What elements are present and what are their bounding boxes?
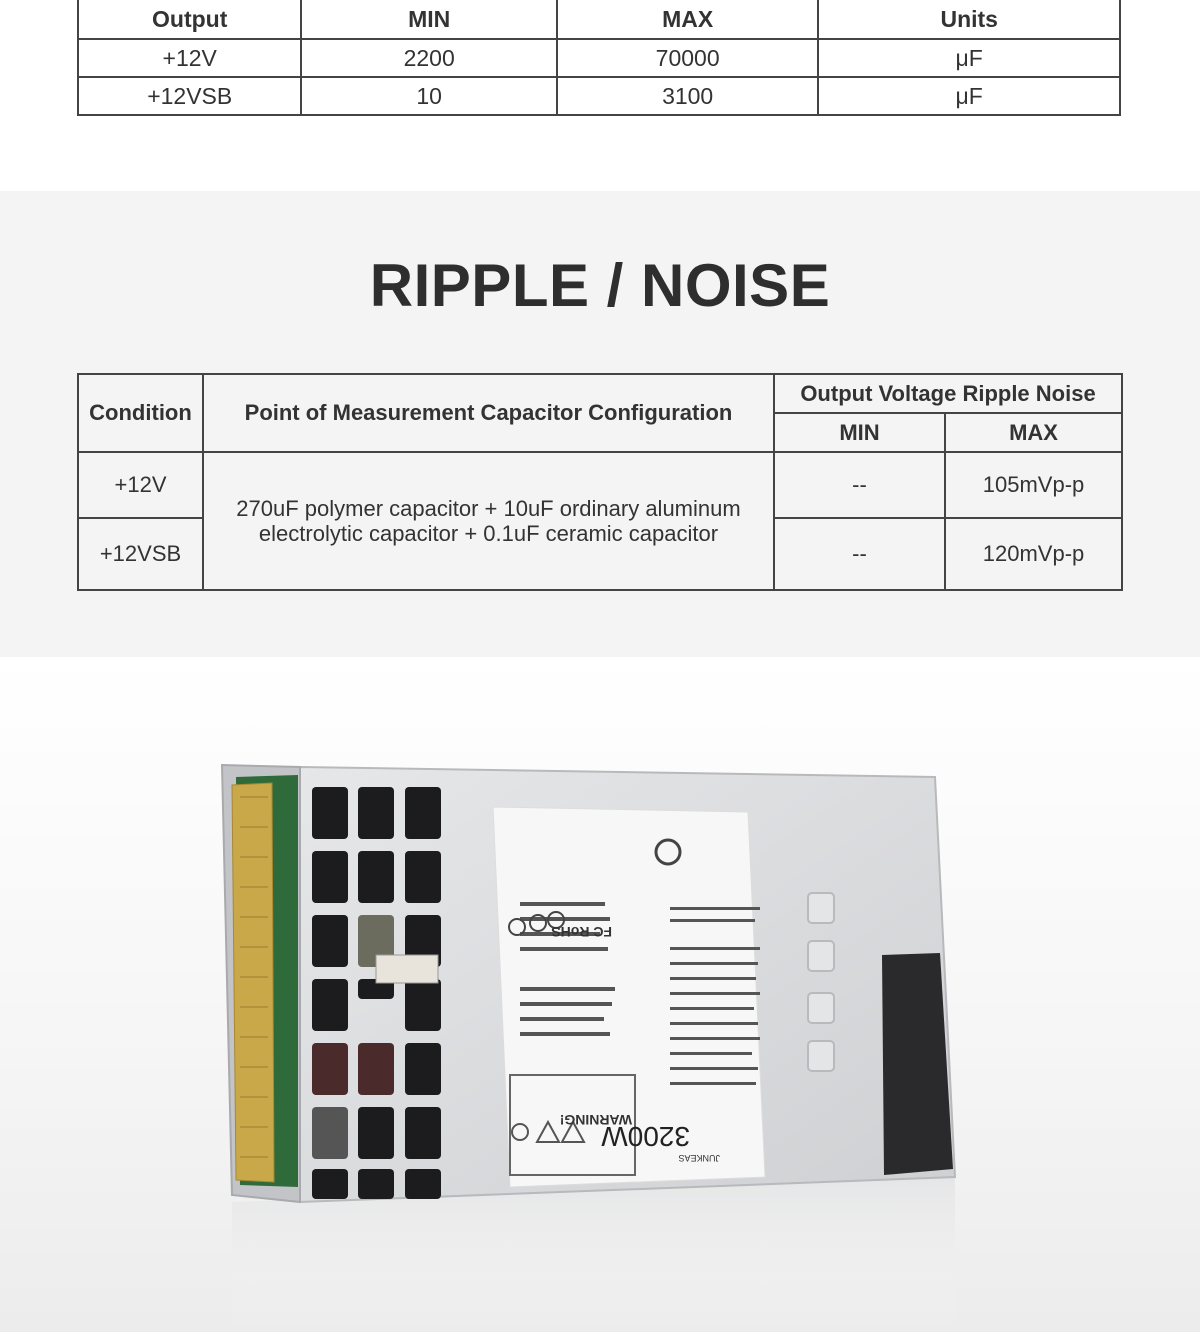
cell-min: 10 <box>300 76 558 116</box>
label-warning: WARNING! <box>560 1112 632 1128</box>
recycle-icon <box>654 838 682 866</box>
warning-triangle-icon <box>560 1119 586 1143</box>
product-image: 3200W JUNKEAS WARNING! FC RoHS <box>0 657 1200 1332</box>
power-supply-illustration: 3200W JUNKEAS WARNING! FC RoHS <box>220 763 957 1332</box>
label-compliance: FC RoHS <box>551 924 612 940</box>
chassis-bumps <box>807 892 835 1072</box>
header-min: MIN <box>773 412 946 453</box>
header-output: Output <box>76 0 303 40</box>
capacitive-load-table: Output MIN MAX Units +12V 2200 70000 μF … <box>76 0 1121 116</box>
certification-icon <box>508 918 526 936</box>
cell-condition: +12V <box>77 451 204 519</box>
header-max: MAX <box>943 412 1124 453</box>
cell-min: -- <box>773 517 946 591</box>
table-row: +12VSB 10 3100 μF <box>76 76 1121 116</box>
cell-output: +12V <box>76 38 303 78</box>
vent-grid <box>312 787 441 1199</box>
header-ripple-group: Output Voltage Ripple Noise <box>772 373 1124 414</box>
header-measurement: Point of Measurement Capacitor Configura… <box>202 373 775 453</box>
table-row: +12V 2200 70000 μF <box>76 38 1121 78</box>
section-title: RIPPLE / NOISE <box>369 252 831 319</box>
certification-icon <box>529 914 547 932</box>
reflection <box>232 1177 955 1332</box>
header-units: Units <box>817 0 1121 40</box>
table-header-row: Output MIN MAX Units <box>76 0 1121 40</box>
cell-max: 3100 <box>555 76 820 116</box>
cell-max: 120mVp-p <box>943 517 1124 591</box>
cell-min: 2200 <box>300 38 558 78</box>
certification-icon <box>547 911 565 929</box>
header-max: MAX <box>555 0 820 40</box>
ripple-noise-section: RIPPLE / NOISE Condition Point of Measur… <box>0 191 1200 657</box>
edge-connector <box>231 782 275 1183</box>
warning-triangle-icon <box>535 1119 561 1143</box>
cell-units: μF <box>817 38 1121 78</box>
prohibited-icon <box>511 1123 529 1141</box>
cell-min: -- <box>773 451 946 519</box>
ripple-noise-table: Condition Point of Measurement Capacitor… <box>77 373 1124 591</box>
table-subheader-row: MIN MAX <box>78 412 1124 453</box>
label-model: 3200W <box>601 1121 690 1152</box>
pcb-connector <box>375 954 439 984</box>
header-condition: Condition <box>77 373 204 453</box>
cell-output: +12VSB <box>76 76 303 116</box>
table-header-row: Condition Point of Measurement Capacitor… <box>77 373 1124 453</box>
cell-configuration: 270uF polymer capacitor + 10uF ordinary … <box>202 451 775 591</box>
rear-panel <box>882 953 953 1175</box>
warning-box <box>509 1074 636 1176</box>
table-row: +12VSB -- 120mVp-p <box>77 517 1124 591</box>
table-row: +12V 270uF polymer capacitor + 10uF ordi… <box>77 451 1124 591</box>
cell-max: 70000 <box>555 38 820 78</box>
connector-pins <box>240 796 268 1158</box>
label-text-lines <box>520 902 760 1085</box>
cell-units: μF <box>817 76 1121 116</box>
label-brand: JUNKEAS <box>678 1153 720 1163</box>
cell-condition: +12VSB <box>77 517 204 591</box>
header-min: MIN <box>300 0 558 40</box>
cell-max: 105mVp-p <box>943 451 1124 519</box>
